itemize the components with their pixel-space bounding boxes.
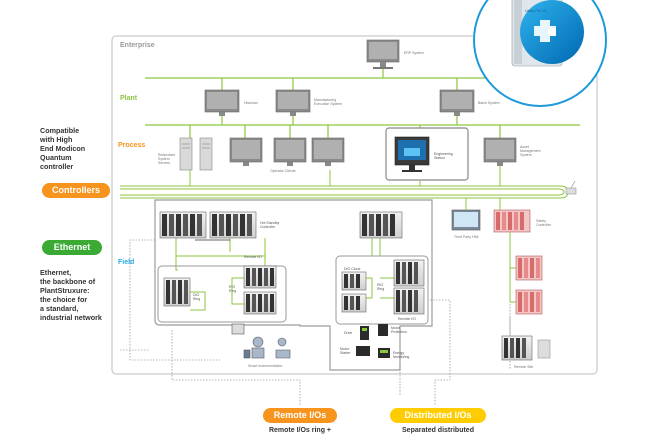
left-ring-links [190,277,244,311]
remote-io-rack-3 [243,291,277,315]
redundant-servers [179,137,213,171]
motor-protection-device [378,324,388,336]
asset-monitor [483,137,517,166]
hot-standby-controller-a [159,211,207,239]
rio-rack-lower [393,287,425,315]
distributed-ios-pill: Distributed I/Os [390,408,486,423]
distributed-ios-caption: Separated distributed [402,427,474,434]
layer-field: Field [118,259,134,266]
control-network [120,166,569,199]
rio-rack-upper [393,259,425,287]
wireless-access-point [565,180,577,195]
controllers-pill: Controllers [42,183,110,198]
compatible-description: Compatible with High End Modicon Quantum… [40,126,86,171]
layer-enterprise: Enterprise [120,42,155,49]
software-cd-badge: Unity Pro XL [473,0,607,107]
motor-starter-device [356,346,370,356]
remote-site-label: Remote Site [514,365,533,369]
drive-device [360,326,369,340]
dio-cloud-label: DIO Cloud [344,267,360,271]
right-rio-lines [365,238,394,299]
operator-client-1 [229,137,263,166]
erp-monitor [366,39,400,69]
remote-io-rack-2 [243,265,277,289]
safety-controller-top [493,209,531,233]
third-party-hmi-label: Third Party HMI [454,235,479,239]
energy-meter-device [378,348,390,358]
safety-io-rack-2 [515,289,543,315]
hot-standby-controller-b [209,211,257,239]
remote-site-racks [501,335,551,361]
smart-instrumentation [231,323,291,359]
dio-cloud-rack-2 [341,293,367,313]
smart-instr-label: Smart Instrumentation [248,364,282,368]
dio-cloud-rack-1 [341,271,367,291]
safety-link-lines [465,198,516,303]
remote-io-label: Remote I/O [244,255,262,259]
engineering-monitor [394,136,430,172]
ethernet-description: Ethernet, the backbone of PlantStruxure:… [40,268,102,322]
safety-io-rack-1 [515,255,543,281]
mes-monitor [275,89,311,116]
layer-plant: Plant [120,95,138,102]
remote-io-2-label: Remote I/O [398,317,416,321]
remote-ios-caption: Remote I/Os ring + [268,427,332,434]
remote-ios-pill: Remote I/Os [263,408,337,423]
media-title: Unity Pro XL [525,8,548,13]
batch-label: Batch System [478,101,500,105]
ethernet-pill: Ethernet [42,240,102,255]
operator-clients-label: Operator Clients [270,169,296,173]
enterprise-frame [111,35,598,375]
operator-client-3 [311,137,345,166]
historian-monitor [204,89,240,116]
erp-label: ERP System [404,51,424,55]
remote-io-rack-1 [163,277,191,307]
batch-monitor [439,89,475,116]
remote-io-box [157,265,287,323]
drive-label: Drive [344,331,352,335]
operator-client-2 [273,137,307,166]
historian-label: Historian [244,101,258,105]
layer-process: Process [118,142,145,149]
right-controller [359,211,403,239]
third-party-hmi [451,209,481,231]
